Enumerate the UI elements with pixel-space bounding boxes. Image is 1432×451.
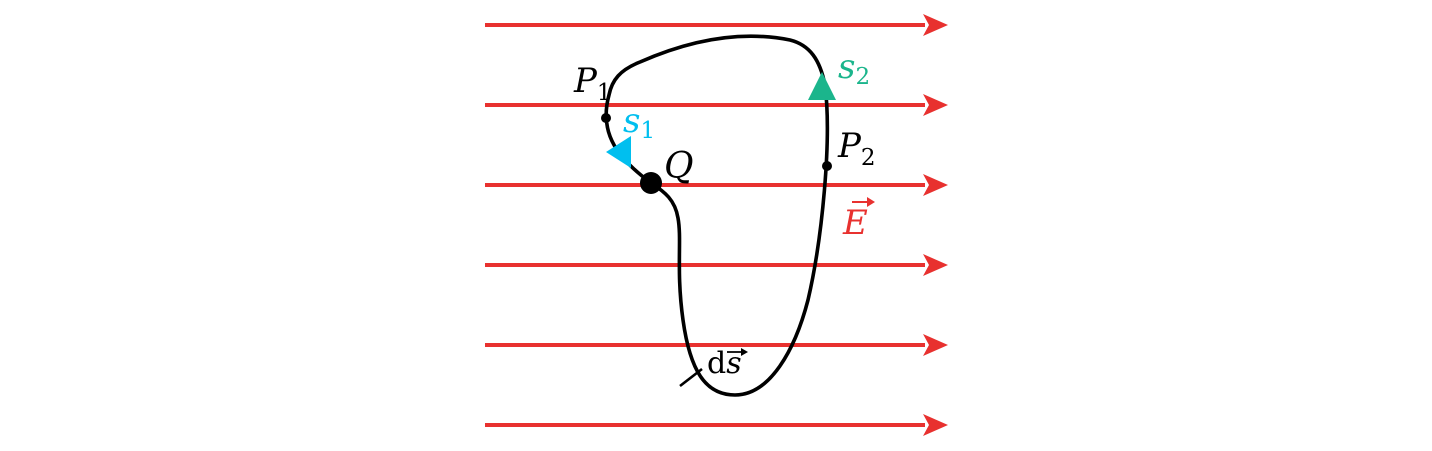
- label-e-field: E: [842, 197, 875, 243]
- point-p2-dot: [822, 161, 832, 171]
- svg-text:E: E: [842, 203, 868, 243]
- s2-direction-arrowhead: [808, 72, 836, 100]
- closed-loop-curve: [604, 34, 830, 397]
- label-q: Q: [664, 146, 694, 187]
- label-p2: P2: [837, 126, 876, 171]
- label-s1: s1: [623, 101, 655, 144]
- electric-field-lines: [485, 14, 948, 436]
- point-q-dot: [640, 172, 662, 194]
- field-line-arrowhead: [923, 414, 948, 436]
- field-line-arrowhead: [923, 94, 948, 116]
- point-p1-dot: [601, 113, 611, 123]
- s1-direction-arrowhead: [606, 136, 631, 168]
- field-line-arrowhead: [923, 14, 948, 36]
- field-line-arrowhead: [923, 174, 948, 196]
- label-s2: s2: [838, 47, 870, 90]
- label-p1: P1: [573, 61, 612, 106]
- svg-text:ds: ds: [707, 346, 742, 381]
- field-line-arrowhead: [923, 254, 948, 276]
- field-line-arrowhead: [923, 334, 948, 356]
- label-ds: ds: [707, 346, 748, 381]
- ds-tick-mark: [679, 367, 703, 388]
